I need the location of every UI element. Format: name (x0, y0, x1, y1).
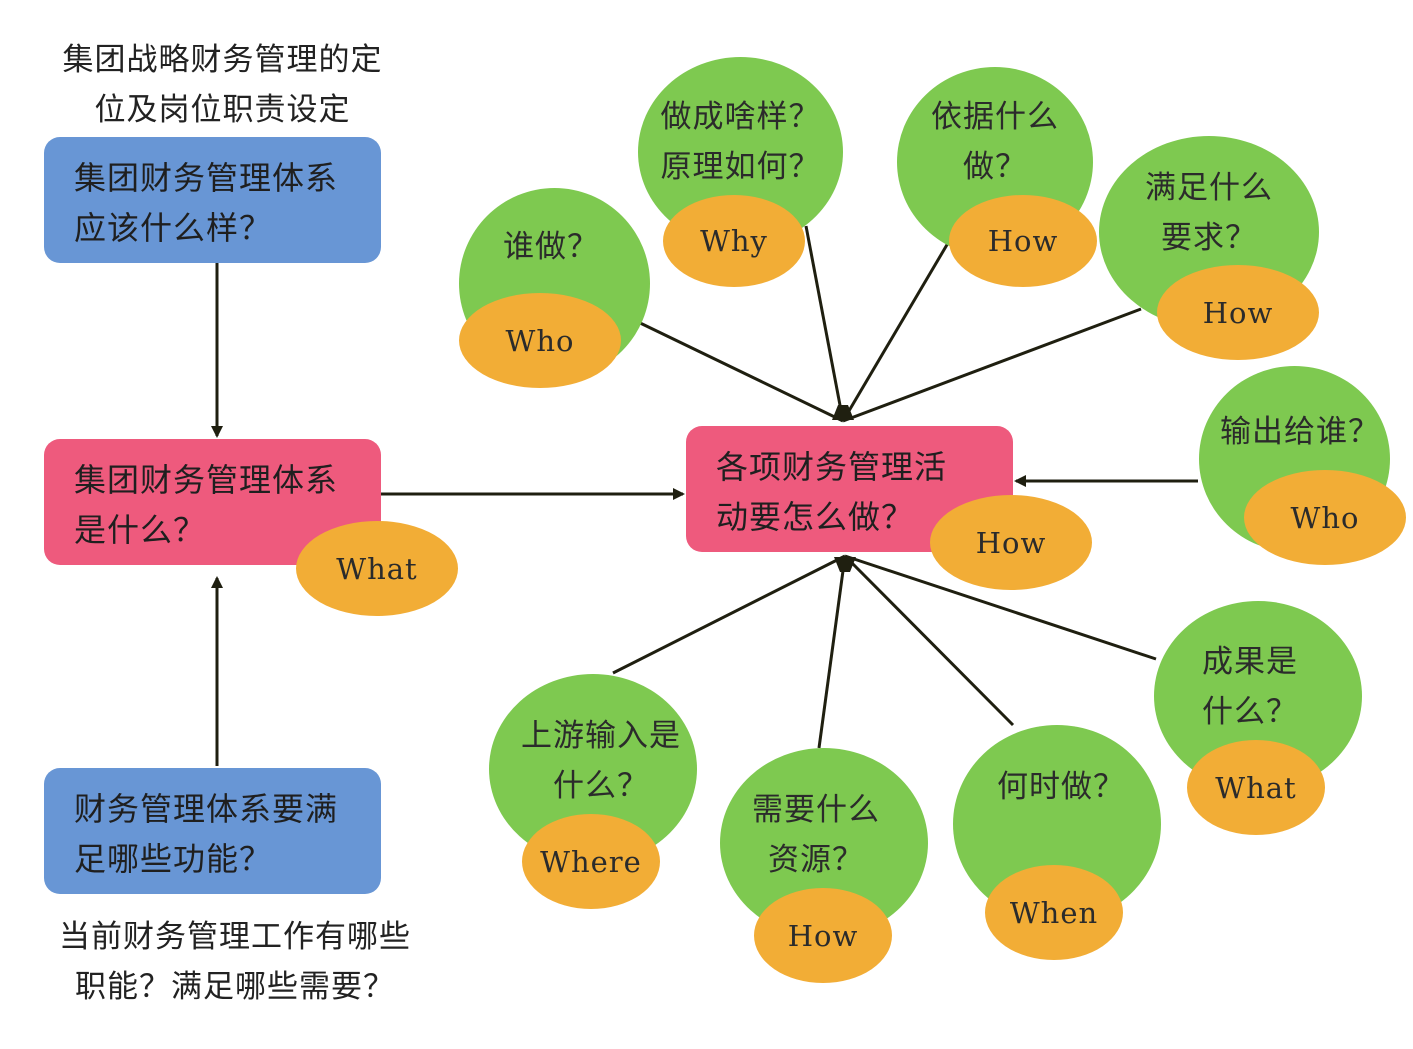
box-line: 集团财务管理体系 (74, 461, 339, 499)
bottom-caption: 当前财务管理工作有哪些 职能？满足哪些需要？ (35, 912, 435, 1012)
line-how-resources (817, 555, 847, 749)
node-tag-who-does: Who (459, 293, 621, 388)
box-functions: 财务管理体系要满 足哪些功能？ (44, 768, 381, 894)
node-text-requirements: 满足什么 要求？ (1099, 163, 1319, 263)
node-line: 依据什么 (931, 99, 1059, 135)
node-line: 要求？ (1161, 220, 1257, 256)
node-tag-result: What (1187, 740, 1325, 835)
node-tag-when: When (985, 865, 1123, 960)
box-line: 集团财务管理体系 (74, 159, 339, 197)
node-tag-output-to: Who (1244, 470, 1406, 565)
bottom-caption-line: 职能？满足哪些需要？ (75, 969, 395, 1005)
node-line: 资源？ (768, 842, 864, 878)
node-tag-basis: How (949, 195, 1097, 287)
top-caption-line: 位及岗位职责设定 (94, 92, 351, 128)
node-text-result: 成果是 什么？ (1150, 637, 1350, 737)
line-cluster-top (832, 405, 854, 420)
box-line: 财务管理体系要满 (74, 790, 339, 828)
box-line: 足哪些功能？ (74, 840, 273, 878)
box-line: 各项财务管理活 (716, 448, 948, 486)
node-line: 什么？ (553, 768, 649, 804)
line-who-top (635, 319, 844, 423)
node-line: 原理如何？ (660, 149, 821, 185)
node-line: 何时做？ (997, 769, 1125, 805)
line-what-result (844, 554, 1157, 661)
box-line: 是什么？ (74, 511, 207, 549)
box-line: 应该什么样？ (74, 209, 273, 247)
node-tag-upstream: Where (522, 814, 660, 909)
top-caption: 集团战略财务管理的定 位及岗位职责设定 (40, 35, 405, 135)
node-line: 做？ (963, 149, 1027, 185)
line-why (804, 225, 845, 422)
node-line: 成果是 (1202, 644, 1298, 680)
line-how-basis (841, 242, 950, 422)
box-line: 动要怎么做？ (716, 498, 915, 536)
node-text-who-does: 谁做？ (459, 222, 643, 272)
line-when (843, 554, 1015, 727)
tag-how-center: How (930, 495, 1092, 590)
node-line: 上游输入是 (521, 718, 681, 754)
node-text-when: 何时做？ (961, 762, 1161, 812)
node-tag-outcome-principle: Why (663, 195, 805, 287)
node-tag-resources: How (754, 888, 892, 983)
node-text-upstream: 上游输入是 什么？ (497, 711, 705, 811)
node-line: 满足什么 (1145, 170, 1273, 206)
tag-what-middle: What (296, 521, 458, 616)
line-where (612, 554, 846, 675)
node-line: 输出给谁？ (1220, 414, 1380, 450)
node-text-output-to: 输出给谁？ (1205, 407, 1395, 457)
node-text-basis: 依据什么 做？ (897, 92, 1093, 192)
node-text-outcome-principle: 做成啥样？ 原理如何？ (638, 92, 843, 192)
top-caption-line: 集团战略财务管理的定 (62, 42, 383, 78)
node-line: 需要什么 (752, 792, 880, 828)
node-line: 谁做？ (503, 229, 599, 265)
node-line: 做成啥样？ (660, 99, 821, 135)
node-tag-requirements: How (1157, 265, 1319, 360)
node-text-resources: 需要什么 资源？ (712, 785, 920, 885)
node-line: 什么？ (1202, 694, 1298, 730)
bottom-caption-line: 当前财务管理工作有哪些 (59, 919, 411, 955)
line-how-requirement (842, 307, 1142, 423)
line-cluster-bottom (834, 557, 856, 572)
box-should-be: 集团财务管理体系 应该什么样？ (44, 137, 381, 263)
